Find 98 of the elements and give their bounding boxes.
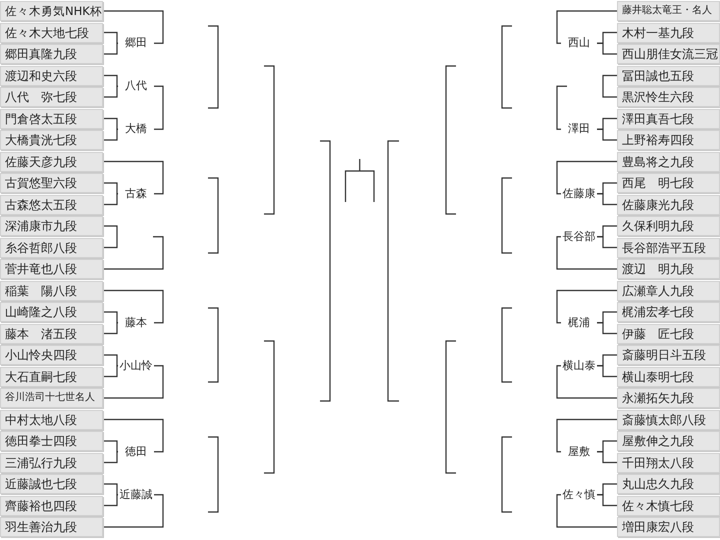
bracket-line (103, 365, 118, 378)
player-box: 藤井聡太竜王・名人 (617, 1, 720, 21)
player-box: 佐藤天彦九段 (0, 152, 103, 172)
bracket-line (103, 290, 164, 324)
player-box: 上野裕寿四段 (617, 130, 720, 150)
player-box: 梶浦宏孝七段 (617, 302, 720, 322)
player-box: 渡辺 明九段 (617, 259, 720, 279)
bracket-line (556, 10, 617, 44)
player-box: 大石直嗣七段 (0, 366, 103, 386)
bracket-line (103, 354, 118, 366)
bracket-line (556, 494, 617, 528)
bracket-line (103, 418, 164, 452)
bracket-line (103, 86, 118, 98)
player-box: 徳田拳士四段 (0, 431, 103, 451)
bracket-line (597, 128, 617, 141)
bracket-line (103, 451, 118, 464)
player-box: 永瀬拓矢九段 (617, 388, 720, 408)
bracket-line (103, 483, 118, 496)
bracket-line (556, 236, 617, 270)
player-box: 中村太地八段 (0, 410, 103, 430)
player-box: 伊藤 匠七段 (617, 324, 720, 344)
player-box: 西尾 明七段 (617, 173, 720, 193)
player-box: 稲葉 陽八段 (0, 280, 103, 300)
player-box: 古賀悠聖六段 (0, 173, 103, 193)
player-box: 佐々木慎七段 (617, 496, 720, 516)
bracket-line (556, 290, 617, 324)
bracket-line (103, 118, 118, 130)
player-box: 郷田真隆九段 (0, 44, 103, 64)
player-box: 糸谷哲郎八段 (0, 238, 103, 258)
player-box: 横山泰明七段 (617, 366, 720, 386)
bracket-line (103, 74, 118, 87)
player-box: 冨田誠也五段 (617, 66, 720, 86)
winner-name: 長谷部 (561, 230, 597, 244)
bracket-line (103, 322, 118, 334)
player-box: 長谷部浩平五段 (617, 238, 720, 258)
bracket-line (556, 160, 617, 194)
player-box: 久保利明九段 (617, 216, 720, 236)
bracket-line (103, 128, 118, 141)
bracket-line (103, 160, 164, 194)
player-box: 深浦康市九段 (0, 216, 103, 236)
player-box: 古森悠太五段 (0, 194, 103, 214)
bracket-line (103, 193, 118, 206)
bracket-line (597, 322, 617, 334)
bracket-line (556, 86, 567, 130)
winner-name: 横山泰 (561, 358, 597, 373)
winner-name: 佐藤康 (561, 186, 597, 201)
bracket-line (597, 494, 617, 506)
bracket-line (103, 32, 118, 44)
bracket-line (602, 74, 617, 98)
bracket-line (103, 365, 164, 399)
player-box: 齊藤裕也四段 (0, 496, 103, 516)
player-box: 八代 弥七段 (0, 87, 103, 107)
bracket-line (556, 418, 617, 452)
bracket-line (103, 225, 118, 248)
player-box: 大橋貴洸七段 (0, 130, 103, 150)
bracket-line (597, 42, 617, 55)
bracket-line (103, 494, 164, 528)
bracket-line (103, 440, 118, 452)
player-box: 澤田真吾七段 (617, 108, 720, 128)
winner-name: 近藤誠 (118, 488, 154, 502)
player-box: 西山朋佳女流三冠 (617, 44, 720, 64)
player-box: 山崎隆之八段 (0, 302, 103, 322)
bracket-line (103, 182, 118, 194)
bracket-line (103, 10, 164, 44)
bracket-line (597, 193, 617, 206)
player-box: 羽生善治九段 (0, 517, 103, 537)
player-box: 木村一基九段 (617, 22, 720, 42)
player-box: 斎藤明日斗五段 (617, 345, 720, 365)
player-box: 丸山忠久九段 (617, 474, 720, 494)
player-box: 藤本 渚五段 (0, 324, 103, 344)
player-box: 佐々木勇気NHK杯 (0, 1, 103, 21)
winner-name: 佐々慎 (561, 488, 597, 502)
player-box: 千田翔太八段 (617, 452, 720, 472)
bracket-line (103, 494, 118, 506)
bracket-line (597, 236, 617, 248)
player-box: 佐々木大地七段 (0, 22, 103, 42)
bracket-line (103, 42, 118, 55)
bracket-line (597, 365, 617, 378)
player-box: 菅井竜也八段 (0, 259, 103, 279)
bracket-line (556, 365, 617, 399)
player-box: 黒沢怜生六段 (617, 87, 720, 107)
player-box: 三浦弘行九段 (0, 452, 103, 472)
bracket-line (154, 86, 164, 130)
bracket-line (103, 236, 164, 270)
player-box: 豊島将之九段 (617, 152, 720, 172)
player-box: 渡辺和史六段 (0, 66, 103, 86)
player-box: 谷川浩司十七世名人 (0, 388, 103, 408)
player-box: 斎藤慎太郎八段 (617, 410, 720, 430)
player-box: 増田康宏八段 (617, 517, 720, 537)
player-box: 屋敷伸之九段 (617, 431, 720, 451)
player-box: 広瀬章人九段 (617, 280, 720, 300)
bracket-line (597, 451, 617, 464)
player-box: 佐藤康光九段 (617, 194, 720, 214)
player-box: 門倉啓太五段 (0, 108, 103, 128)
bracket-line (103, 311, 118, 324)
player-box: 近藤誠也七段 (0, 474, 103, 494)
player-box: 小山怜央四段 (0, 345, 103, 365)
winner-name: 小山怜 (118, 358, 154, 373)
